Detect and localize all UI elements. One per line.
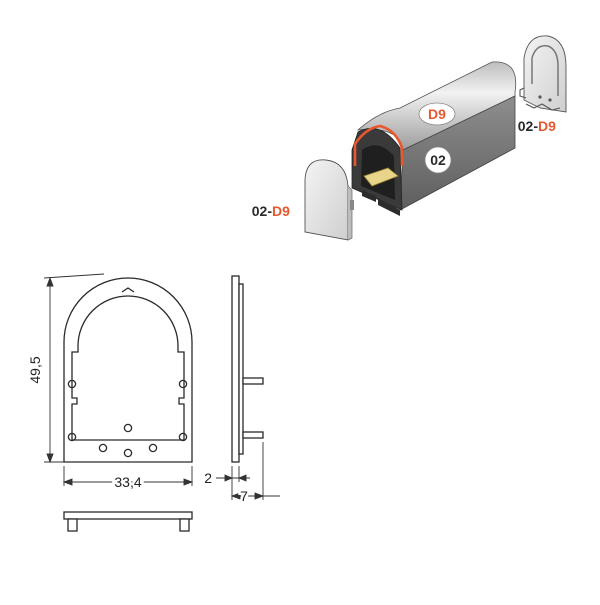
height-dimension-label: 49,5	[27, 356, 43, 383]
front-view-top-notch	[121, 287, 135, 293]
end-cap-left-label-prefix: 02-	[252, 203, 273, 219]
depth-dimension-label: 7	[240, 488, 248, 504]
top-view-pin-1	[67, 518, 78, 532]
end-cap-right	[519, 35, 567, 113]
thickness-dimension-label: 2	[204, 470, 212, 486]
end-cap-left	[304, 159, 354, 241]
front-view-hole-7	[148, 443, 158, 453]
width-dimension-label: 33,4	[114, 474, 141, 490]
front-view-hole-8	[123, 448, 133, 458]
end-cap-right-hole-1	[538, 95, 542, 99]
profile-bottom-rail	[378, 198, 400, 216]
end-cap-right-inner	[531, 45, 559, 96]
front-view-hole-3	[67, 432, 77, 442]
diffuser-d9-edge	[353, 124, 404, 166]
end-cap-left-label-code: D9	[272, 203, 290, 219]
front-view-hole-6	[98, 443, 108, 453]
side-view	[231, 275, 264, 463]
end-cap-right-label-prefix: 02-	[518, 118, 539, 134]
end-cap-left-pin	[350, 200, 354, 210]
label-02: 02	[430, 152, 446, 168]
front-view-hole-1	[67, 379, 77, 389]
profile-3d-view: D9 02	[351, 61, 517, 216]
profile-bottom-rail-2	[362, 190, 376, 202]
end-cap-right-teeth	[519, 87, 561, 111]
end-cap-right-body	[523, 35, 567, 113]
end-cap-left-body	[304, 159, 349, 241]
front-view-outer-contour	[63, 277, 193, 463]
top-view-plate	[63, 511, 193, 520]
side-dimensions	[216, 442, 280, 500]
front-view-hole-4	[178, 432, 188, 442]
top-view-pin-2	[179, 518, 190, 532]
front-view-hole-5	[123, 423, 133, 433]
end-cap-left-edge	[347, 185, 353, 241]
front-view	[63, 277, 193, 463]
side-view-plate	[231, 275, 240, 463]
side-view-pin-1	[242, 377, 264, 385]
led-strip	[363, 167, 399, 187]
end-cap-right-label-code: D9	[538, 118, 556, 134]
end-cap-right-hole-2	[548, 98, 552, 102]
front-view-inner-contour	[71, 295, 185, 441]
label-d9: D9	[428, 106, 446, 122]
badge-d9	[418, 102, 456, 126]
height-dimension	[43, 273, 105, 464]
badge-02	[424, 146, 452, 174]
side-view-pin-2	[242, 431, 264, 439]
side-view-ledge	[238, 283, 244, 455]
front-view-hole-2	[178, 379, 188, 389]
width-dimension	[62, 466, 194, 486]
top-view	[63, 511, 193, 532]
